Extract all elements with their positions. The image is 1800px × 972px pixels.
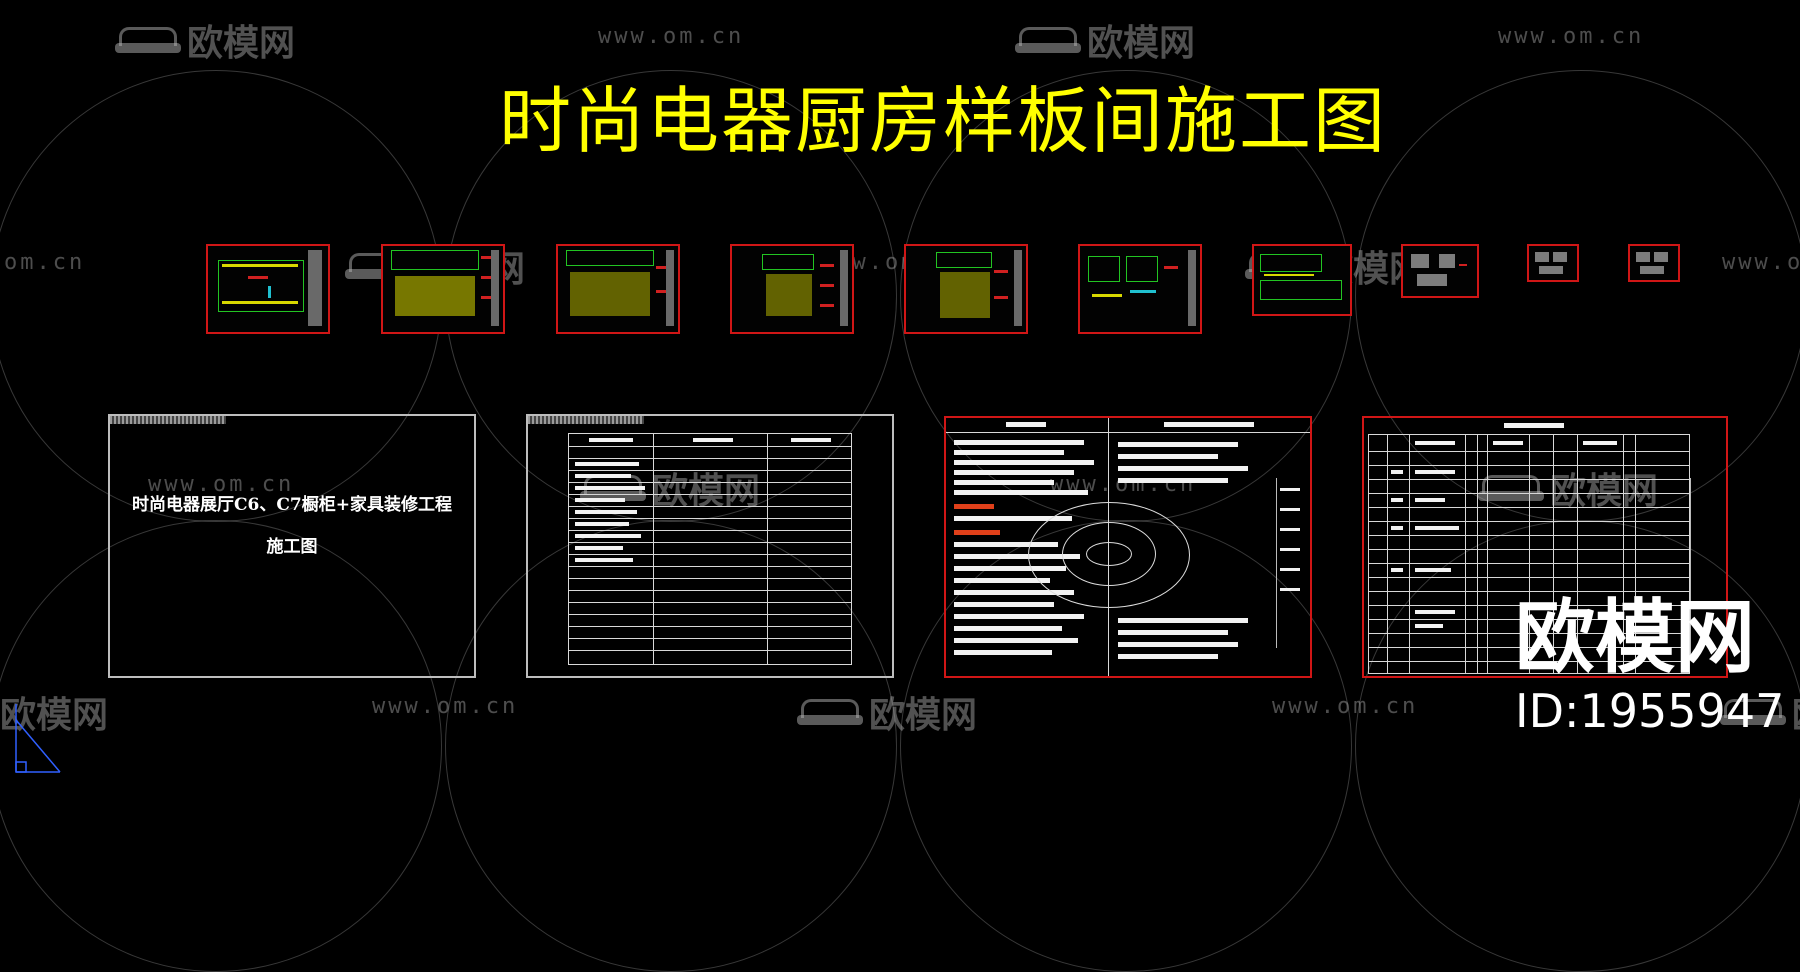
sofa-logo-icon [797, 697, 863, 727]
drawing-thumbnail-detail-1[interactable] [1078, 244, 1202, 334]
cover-title-line1: 时尚电器展厅C6、C7橱柜+家具装修工程 [132, 495, 452, 515]
watermark-logo: 欧模网 [1478, 462, 1658, 514]
watermark-brand: 欧模网 [187, 23, 296, 64]
watermark-brand: 欧模网 [869, 695, 978, 736]
watermark-url: www.om.cn [372, 694, 519, 719]
watermark-logo: 欧模网 [1015, 14, 1195, 66]
watermark-brand: 欧模网 [1087, 23, 1196, 64]
sofa-logo-icon [1015, 25, 1081, 55]
model-id: ID:1955947 [1515, 684, 1785, 738]
watermark-brand: 欧模网 [652, 471, 761, 512]
watermark-url: www.om.cn [1722, 250, 1800, 275]
watermark-brand: 欧 [1792, 686, 1800, 738]
sheet-header-hatch [528, 416, 644, 424]
material-list-sheet[interactable] [1362, 416, 1728, 678]
material-table [1368, 434, 1690, 674]
watermark-url: om.cn [4, 250, 86, 275]
drawing-thumbnail-detail-3[interactable] [1401, 244, 1479, 298]
drawing-thumbnail-plan[interactable] [206, 244, 330, 334]
process-diagram-core [1086, 542, 1132, 566]
drawing-thumbnail-elevation-2[interactable] [556, 244, 680, 334]
watermark-logo: 欧模网 [580, 462, 760, 514]
watermark-logo: 欧模网 [0, 686, 108, 738]
cover-title-line2: 施工图 [266, 537, 318, 557]
cover-sheet[interactable]: 时尚电器展厅C6、C7橱柜+家具装修工程 施工图 [108, 414, 476, 678]
process-diagram-inner [1062, 522, 1156, 586]
design-notes-sheet[interactable] [944, 416, 1312, 678]
drawing-thumbnail-detail-5[interactable] [1628, 244, 1680, 282]
sofa-logo-icon [1720, 697, 1786, 727]
watermark-brand: 欧模网 [1550, 471, 1659, 512]
watermark-url: www.om.cn [1272, 694, 1419, 719]
ucs-axis-icon [15, 704, 61, 773]
watermark-logo: 欧模网 [797, 686, 977, 738]
watermark-brand: 欧模网 [0, 695, 109, 736]
watermark-url: www.om.cn [1498, 24, 1645, 49]
sofa-logo-icon [115, 25, 181, 55]
sheet-header-hatch [110, 416, 226, 424]
page-title: 时尚电器厨房样板间施工图 [498, 79, 1387, 163]
drawing-thumbnail-elevation-4[interactable] [904, 244, 1028, 334]
drawing-thumbnail-detail-2[interactable] [1252, 244, 1352, 316]
watermark-logo: 欧 [1720, 686, 1800, 738]
drawing-thumbnail-elevation-3[interactable] [730, 244, 854, 334]
watermark-logo: 欧模网 [115, 14, 295, 66]
watermark-url: www.om.cn [148, 472, 295, 497]
brand-logo: 欧模网 [1515, 591, 1755, 684]
sofa-logo-icon [1478, 473, 1544, 503]
drawing-thumbnail-elevation-1[interactable] [381, 244, 505, 334]
process-diagram [1028, 502, 1190, 608]
drawing-thumbnail-detail-4[interactable] [1527, 244, 1579, 282]
watermark-url: www.om.cn [598, 24, 745, 49]
drawing-index-sheet[interactable] [526, 414, 894, 678]
index-table [568, 433, 852, 665]
